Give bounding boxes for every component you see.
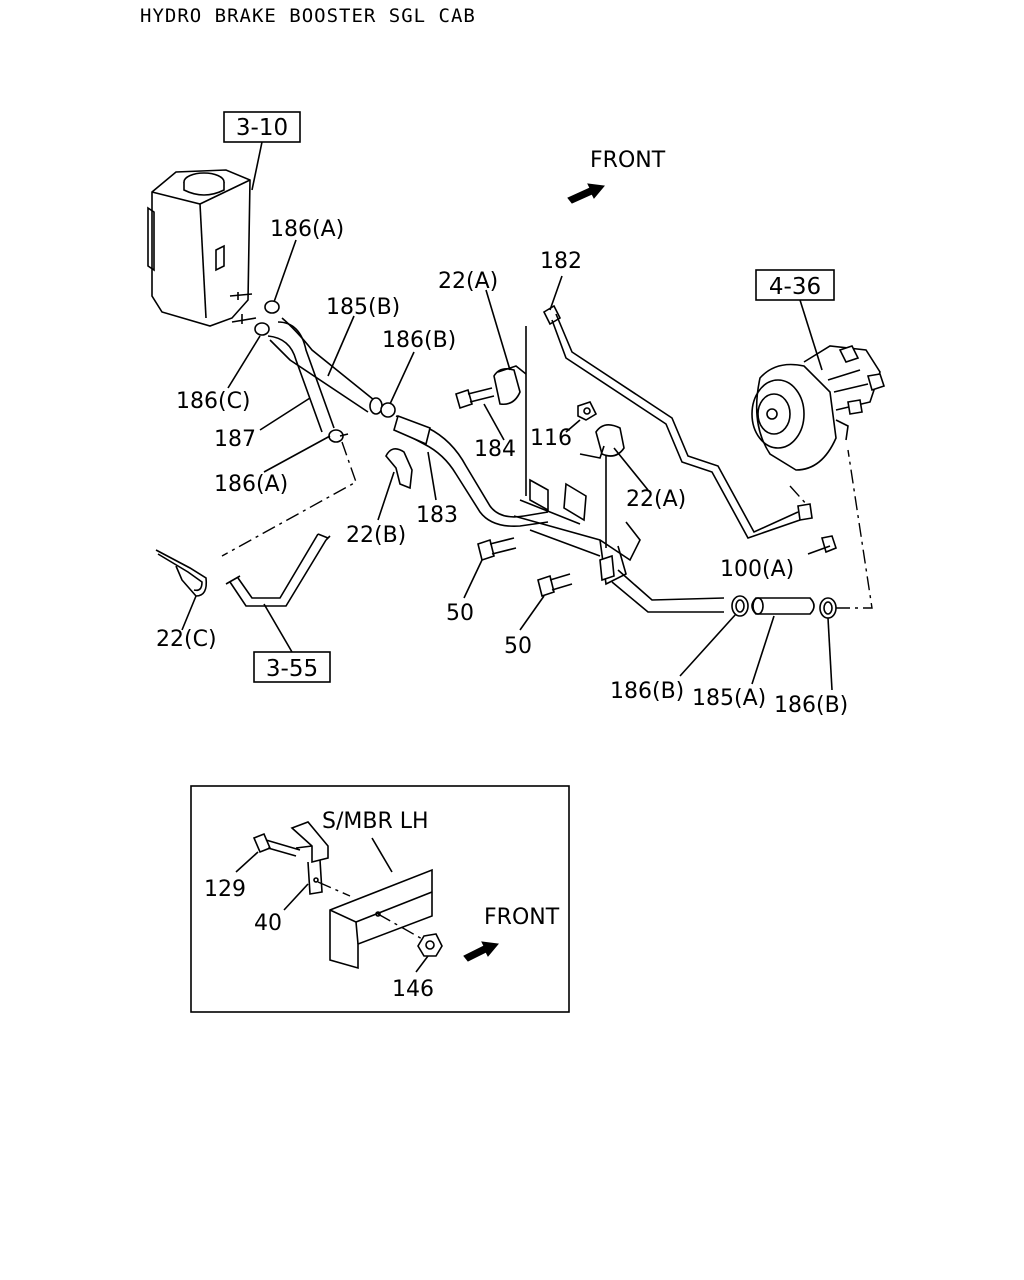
- clamp-186C: [254, 322, 270, 336]
- callout-146: 146: [392, 977, 434, 1002]
- clamp-186B-mid: [380, 402, 396, 418]
- callout-129: 129: [204, 877, 246, 902]
- callout-22C: 22(C): [156, 627, 217, 652]
- inset-detail: S/MBR LH FRONT 129 40 146: [190, 785, 570, 1013]
- callout-186B-mid: 186(B): [382, 328, 456, 353]
- callout-185B: 185(B): [326, 295, 400, 320]
- callout-186B-left: 186(B): [610, 679, 684, 704]
- callout-50-b: 50: [504, 634, 532, 659]
- lower-pipe: [611, 569, 725, 613]
- leader-lines: [227, 239, 833, 691]
- callout-116: 116: [530, 426, 572, 451]
- pipe-182: [542, 304, 801, 539]
- callout-183: 183: [416, 503, 458, 528]
- clamp-22A-mid: [579, 424, 625, 459]
- clamp-186B-right: [819, 597, 837, 619]
- ref-box-pipe-label: 3-55: [266, 656, 318, 682]
- hose-185B: [269, 317, 375, 413]
- callout-50-a: 50: [446, 601, 474, 626]
- callout-186C: 186(C): [176, 389, 251, 414]
- callouts-main: 186(A) 185(B) 186(B) 22(A) 182 186(C) 18…: [156, 217, 848, 718]
- callout-184: 184: [474, 437, 516, 462]
- ref-box-pipe[interactable]: 3-55: [253, 651, 331, 683]
- front-label-main: FRONT: [590, 148, 666, 173]
- front-label-inset: FRONT: [484, 905, 560, 930]
- power-steering-pump: [751, 345, 886, 471]
- clamp-186B-left: [731, 595, 749, 617]
- front-arrow-main: [567, 183, 605, 204]
- callout-100A: 100(A): [720, 557, 794, 582]
- pipe-183: [393, 415, 549, 528]
- ref-box-pump-label: 4-36: [769, 274, 821, 300]
- callout-186B-right: 186(B): [774, 693, 848, 718]
- front-arrow-inset: [463, 941, 499, 962]
- clamp-22A-top: [493, 365, 527, 406]
- bolt-184: [455, 387, 495, 410]
- diagram-title: HYDRO BRAKE BOOSTER SGL CAB: [140, 5, 476, 27]
- callout-182: 182: [540, 249, 582, 274]
- hose-185A: [751, 597, 815, 615]
- nut-100A: [797, 503, 837, 554]
- callout-22A-mid: 22(A): [626, 487, 686, 512]
- ref-box-pump[interactable]: 4-36: [755, 269, 835, 301]
- front-indicator-main: FRONT: [567, 148, 666, 204]
- ref-box-reservoir-label: 3-10: [236, 115, 288, 141]
- nut-116: [577, 401, 598, 421]
- callout-185A: 185(A): [692, 686, 766, 711]
- reservoir-tank: [147, 169, 257, 327]
- callout-186A-top: 186(A): [270, 217, 344, 242]
- cable-tie-22C: [155, 549, 208, 597]
- clamp-186A-upper: [264, 300, 280, 314]
- bolt-50-lower: [537, 573, 573, 598]
- callout-186A-low: 186(A): [214, 472, 288, 497]
- callout-40: 40: [254, 911, 282, 936]
- bolt-50-upper: [477, 537, 517, 562]
- ref-box-reservoir[interactable]: 3-10: [223, 111, 301, 143]
- hose-187: [267, 321, 335, 433]
- callout-187: 187: [214, 427, 256, 452]
- callout-22B: 22(B): [346, 523, 406, 548]
- bracket-assembly: [513, 326, 641, 586]
- clip-22B: [385, 448, 413, 490]
- callout-22A-top: 22(A): [438, 269, 498, 294]
- clamp-186A-lower: [328, 429, 349, 443]
- inset-member-label: S/MBR LH: [322, 809, 429, 834]
